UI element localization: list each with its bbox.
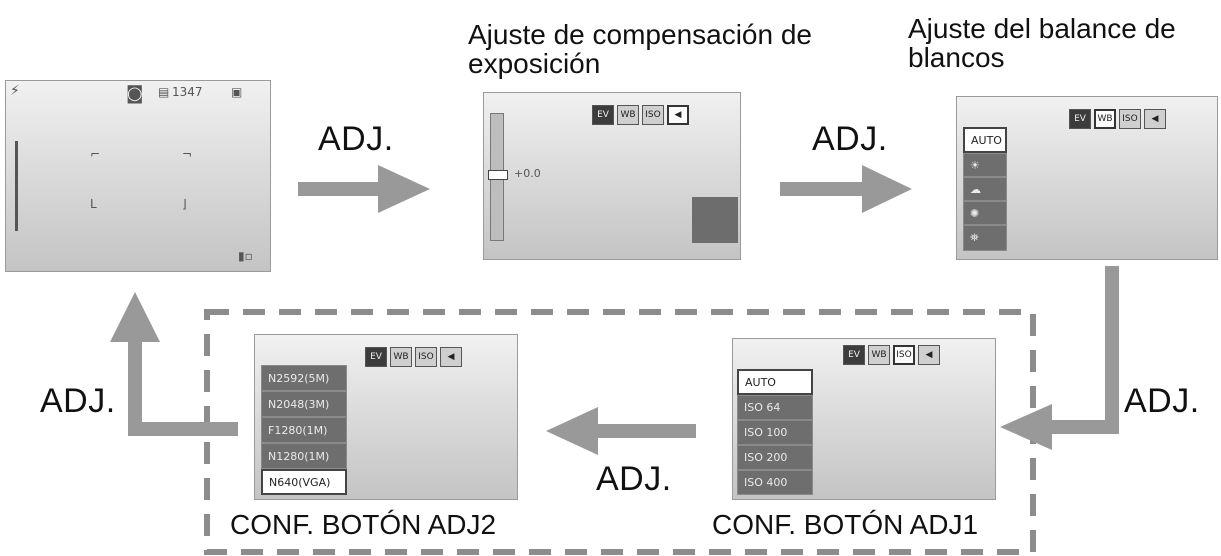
wb-option-tungsten-icon[interactable]: ✺: [963, 201, 1007, 225]
conf-adj1-caption: CONF. BOTÓN ADJ1: [712, 509, 979, 540]
wb-option-cloudy-icon[interactable]: ☁: [963, 177, 1007, 201]
focus-mark-2: ¬: [182, 147, 193, 161]
wb-icon: WB: [1094, 109, 1116, 129]
adj-label-5: ADJ.: [40, 382, 116, 420]
wb-icon: WB: [868, 345, 890, 365]
iso-icon: ISO: [1119, 109, 1141, 129]
arrow-to-conf-adj1: [1000, 266, 1119, 450]
wb-menu-icons: EV WB ISO ◀: [1069, 109, 1166, 129]
zoom-bar: [15, 141, 18, 231]
focus-mark-4: ⌋: [182, 197, 187, 211]
wb-options-list: AUTO ☀ ☁ ✺ ⛯: [963, 127, 1007, 251]
wb-option-daylight-icon[interactable]: ☀: [963, 153, 1007, 177]
camera-icon: ◙: [126, 83, 144, 104]
back-icon: ◀: [667, 105, 689, 125]
size-menu-icons: EV WB ISO ◀: [365, 347, 462, 367]
size-option-3m[interactable]: N2048(3M): [261, 391, 347, 417]
back-icon: ◀: [440, 347, 462, 367]
ev-icon: EV: [592, 105, 614, 125]
iso-options-list: AUTO ISO 64 ISO 100 ISO 200 ISO 400: [737, 369, 813, 495]
conf-adj2-caption: CONF. BOTÓN ADJ2: [230, 509, 497, 540]
focus-mark-1: ⌐: [90, 147, 101, 161]
arrow-to-shooting: [110, 292, 238, 436]
record-icon: ▮▫: [238, 249, 253, 263]
wb-icon: WB: [390, 347, 412, 367]
battery-icon: ▣: [231, 85, 243, 99]
iso-option-400[interactable]: ISO 400: [737, 470, 813, 495]
size-options-list: N2592(5M) N2048(3M) F1280(1M) N1280(1M) …: [261, 365, 347, 495]
arrow-to-white-balance: [780, 165, 912, 213]
flash-icon: ⚡: [10, 83, 20, 99]
iso-option-100[interactable]: ISO 100: [737, 420, 813, 445]
iso-option-200[interactable]: ISO 200: [737, 445, 813, 470]
exposure-caption-text: Ajuste de compensación de exposición: [468, 19, 812, 80]
adj-label-1: ADJ.: [318, 120, 394, 158]
adj-label-2: ADJ.: [812, 120, 888, 158]
exposure-caption: Ajuste de compensación de exposición: [468, 20, 868, 79]
white-balance-caption-text: Ajuste del balance de blancos: [908, 13, 1176, 74]
ev-icon: EV: [843, 345, 865, 365]
exposure-menu-icons: EV WB ISO ◀: [592, 105, 689, 125]
memory-card-icon: ▤: [158, 85, 170, 99]
ev-icon: EV: [1069, 109, 1091, 129]
ev-icon: EV: [365, 347, 387, 367]
iso-option-auto[interactable]: AUTO: [737, 369, 813, 395]
adj-label-4: ADJ.: [596, 460, 672, 498]
arrow-to-conf-adj2: [546, 407, 696, 455]
size-option-1m-normal[interactable]: N1280(1M): [261, 443, 347, 469]
size-option-1m-fine[interactable]: F1280(1M): [261, 417, 347, 443]
exposure-value: +0.0: [514, 167, 541, 180]
iso-icon: ISO: [415, 347, 437, 367]
exposure-slider-knob[interactable]: [488, 170, 508, 180]
wb-icon: WB: [617, 105, 639, 125]
wb-option-auto[interactable]: AUTO: [963, 127, 1007, 153]
iso-icon: ISO: [642, 105, 664, 125]
white-balance-caption: Ajuste del balance de blancos: [908, 14, 1218, 73]
focus-mark-3: L: [90, 197, 97, 211]
iso-icon: ISO: [893, 345, 915, 365]
size-option-5m[interactable]: N2592(5M): [261, 365, 347, 391]
shooting-screen: ⚡ ◙ ▤ 1347 ▣ ⌐ ¬ L ⌋ ▮▫: [5, 80, 271, 272]
iso-option-64[interactable]: ISO 64: [737, 395, 813, 420]
image-size-screen: EV WB ISO ◀ N2592(5M) N2048(3M) F1280(1M…: [254, 334, 518, 500]
iso-screen: EV WB ISO ◀ AUTO ISO 64 ISO 100 ISO 200 …: [732, 338, 996, 500]
exposure-slider[interactable]: [488, 113, 508, 241]
iso-menu-icons: EV WB ISO ◀: [843, 345, 940, 365]
arrow-to-exposure: [298, 165, 430, 213]
white-balance-screen: EV WB ISO ◀ AUTO ☀ ☁ ✺ ⛯: [956, 96, 1218, 260]
back-icon: ◀: [918, 345, 940, 365]
size-option-vga[interactable]: N640(VGA): [261, 469, 347, 495]
exposure-screen: EV WB ISO ◀ +0.0: [483, 92, 741, 260]
shots-remaining: 1347: [172, 85, 203, 99]
wb-option-fluorescent-icon[interactable]: ⛯: [963, 225, 1007, 251]
preview-block: [692, 197, 738, 243]
adj-label-3: ADJ.: [1124, 382, 1200, 420]
back-icon: ◀: [1144, 109, 1166, 129]
